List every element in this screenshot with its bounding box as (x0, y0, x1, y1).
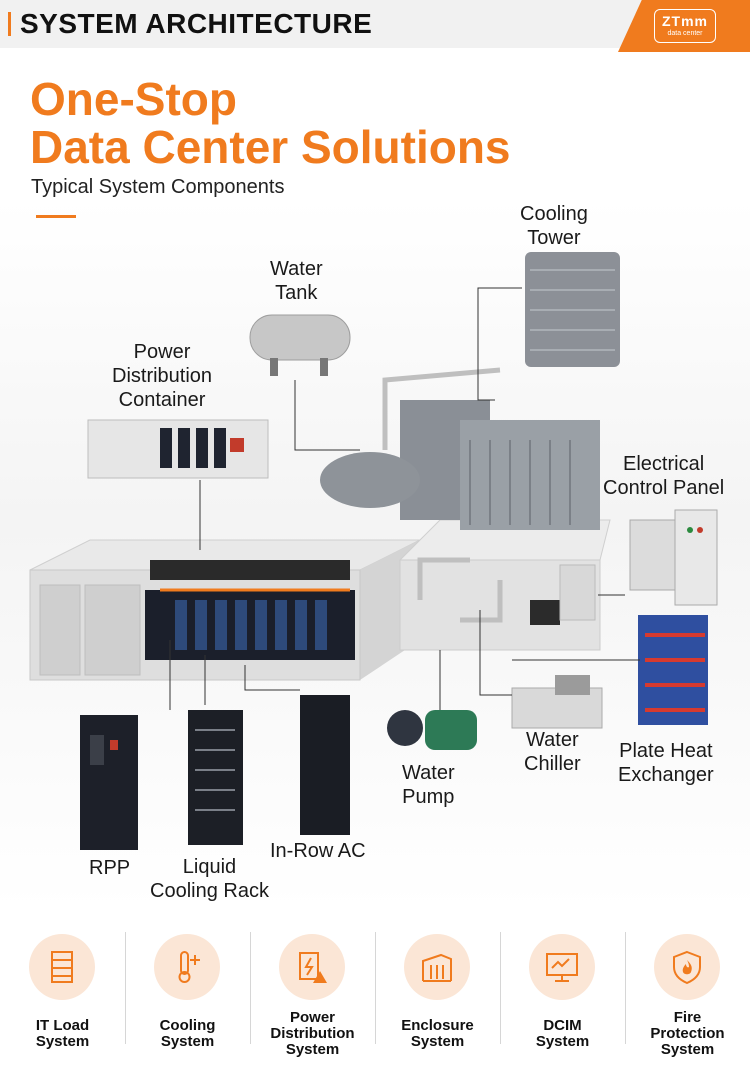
water-tank-image (249, 314, 351, 376)
system-name: Power Distribution System (270, 1009, 355, 1058)
label-rpp: RPP (89, 857, 131, 879)
water-chiller-image (511, 675, 603, 729)
system-dcim[interactable]: DCIM System (500, 920, 625, 1060)
hero-underline (36, 215, 76, 218)
hero-subtitle: Typical System Components (31, 176, 285, 198)
system-it-load[interactable]: IT Load System (0, 920, 125, 1060)
system-name: DCIM System (535, 1017, 590, 1050)
system-enclosure[interactable]: Enclosure System (375, 920, 500, 1060)
system-power-distribution[interactable]: Power Distribution System (250, 920, 375, 1060)
divider (625, 932, 626, 1044)
server-rack-icon (29, 934, 95, 1000)
system-cooling[interactable]: Cooling System (125, 920, 250, 1060)
brand-logo[interactable]: ZTmm data center (654, 9, 716, 43)
system-fire-protection[interactable]: Fire Protection System (625, 920, 750, 1060)
electrical-panel-image (629, 509, 718, 606)
system-diagram (29, 252, 718, 850)
header-bar: SYSTEM ARCHITECTURE (0, 0, 750, 48)
divider (250, 932, 251, 1044)
systems-row: IT Load System Cooling System Power Dist… (0, 910, 750, 1070)
system-name: Cooling System (159, 1017, 216, 1050)
power-warning-icon (279, 934, 345, 1000)
logo-tab (618, 0, 750, 52)
container-illustration (29, 539, 421, 681)
rpp-image (80, 715, 138, 850)
in-row-ac-image (300, 695, 350, 835)
label-in-row-ac: In-Row AC (270, 840, 366, 862)
divider (500, 932, 501, 1044)
system-name: Enclosure System (401, 1017, 474, 1050)
logo-subtitle: data center (667, 30, 703, 37)
water-pump-image (387, 710, 477, 750)
system-name: Fire Protection System (650, 1009, 725, 1058)
thermometer-snow-icon (154, 934, 220, 1000)
plate-heat-exchanger-image (638, 615, 708, 725)
header-title: SYSTEM ARCHITECTURE (20, 8, 373, 39)
system-name: IT Load System (35, 1017, 90, 1050)
divider (125, 932, 126, 1044)
logo-mark: ZTmm (662, 13, 708, 29)
fire-shield-icon (654, 934, 720, 1000)
building-icon (404, 934, 470, 1000)
hero-title-line1: One-Stop (30, 73, 237, 125)
liquid-cooling-rack-image (188, 710, 243, 845)
hero-title-line2: Data Center Solutions (30, 121, 511, 173)
leader-lines (169, 287, 640, 710)
cooling-skid-illustration (320, 367, 611, 651)
monitor-chart-icon (529, 934, 595, 1000)
header-accent (8, 12, 11, 36)
divider (375, 932, 376, 1044)
